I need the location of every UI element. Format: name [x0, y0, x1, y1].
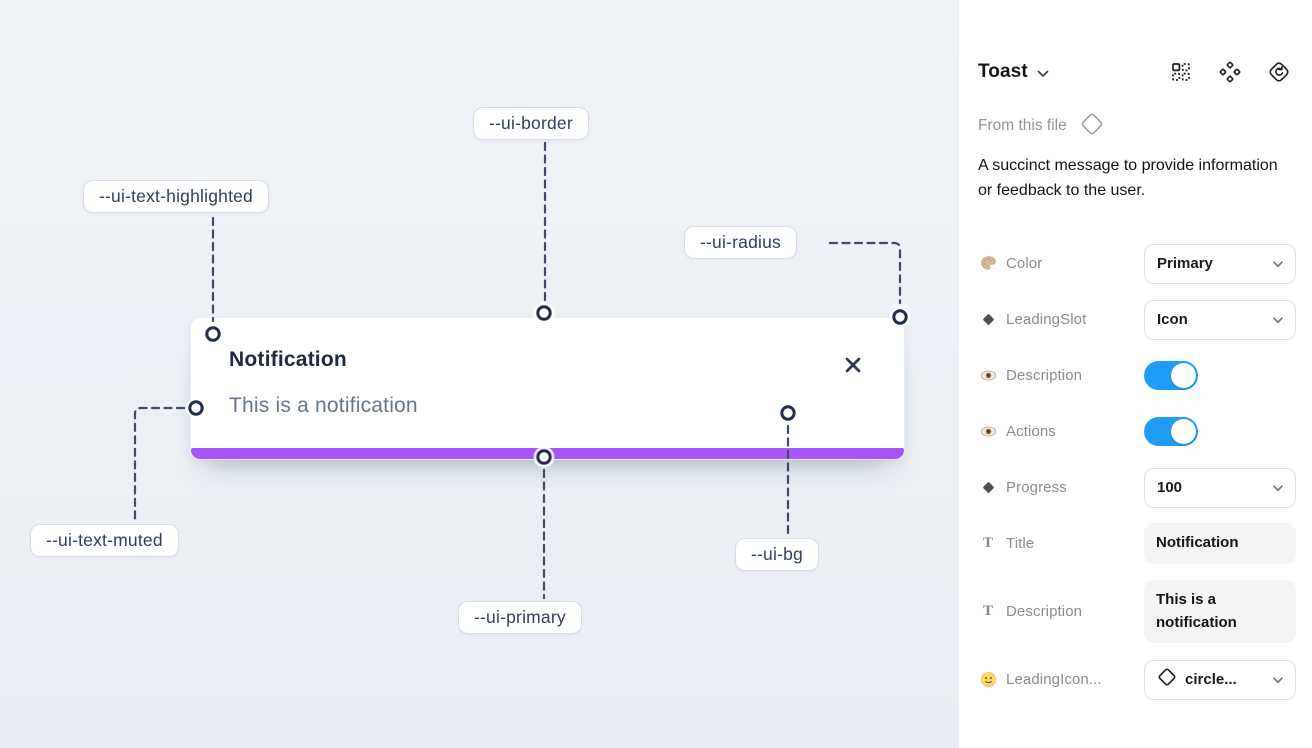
diamond-outline-icon — [1157, 667, 1177, 692]
prop-label: LeadingIcon... — [1006, 671, 1102, 689]
actions-toggle[interactable] — [1144, 417, 1198, 447]
diamond-outline-icon — [1079, 111, 1105, 142]
palette-icon — [978, 255, 998, 272]
swap-instance-icon[interactable] — [1268, 61, 1290, 83]
chevron-down-icon — [1273, 671, 1283, 689]
smiley-icon — [978, 671, 998, 688]
properties-panel: Toast — [958, 0, 1312, 748]
toast-preview-card: Notification This is a notification — [190, 317, 905, 460]
annotation-ui-radius: --ui-radius — [684, 226, 797, 259]
component-description: A succinct message to provide informatio… — [978, 157, 1278, 199]
prop-row-leadingicon: LeadingIcon... circle... — [978, 659, 1296, 700]
variant-grid-icon[interactable] — [1170, 61, 1192, 83]
source-row: From this file — [978, 112, 1296, 140]
diamond-icon — [978, 312, 998, 327]
description-toggle[interactable] — [1144, 361, 1198, 391]
prop-row-actions-toggle: Actions — [978, 412, 1296, 452]
toast-description: This is a notification — [229, 394, 418, 417]
source-label: From this file — [978, 117, 1067, 134]
prop-label: Description — [1006, 603, 1083, 621]
text-property-icon: T — [982, 535, 993, 552]
chevron-down-icon — [1273, 255, 1283, 273]
prop-row-progress: Progress 100 — [978, 467, 1296, 508]
chevron-down-icon[interactable] — [1037, 65, 1049, 83]
component-title: Toast — [978, 61, 1028, 82]
text-property-icon: T — [982, 603, 993, 620]
close-icon[interactable] — [842, 354, 864, 376]
prop-label: Color — [1006, 255, 1043, 273]
prop-row-description-toggle: Description — [978, 356, 1296, 396]
eye-icon — [978, 423, 998, 440]
progress-select[interactable]: 100 — [1144, 467, 1296, 508]
prop-row-description-text: T Description This is a notification — [978, 580, 1296, 644]
prop-label: Actions — [1006, 423, 1056, 441]
annotation-ui-text-muted: --ui-text-muted — [30, 524, 179, 557]
prop-label: LeadingSlot — [1006, 311, 1087, 329]
component-icon[interactable] — [1219, 61, 1241, 83]
title-textfield[interactable]: Notification — [1144, 523, 1296, 564]
chevron-down-icon — [1273, 311, 1283, 329]
leadingslot-select[interactable]: Icon — [1144, 299, 1296, 340]
toggle-knob — [1171, 363, 1196, 389]
annotation-ui-text-highlighted: --ui-text-highlighted — [83, 180, 269, 213]
prop-row-color: Color Primary — [978, 243, 1296, 284]
annotation-ui-bg: --ui-bg — [735, 538, 819, 571]
annotation-ui-primary: --ui-primary — [458, 601, 582, 634]
diamond-icon — [978, 480, 998, 495]
toast-progress-bar — [191, 448, 904, 459]
eye-icon — [978, 367, 998, 384]
prop-label: Description — [1006, 367, 1083, 385]
description-textfield[interactable]: This is a notification — [1144, 580, 1296, 644]
annotation-ui-border: --ui-border — [473, 107, 589, 140]
prop-label: Progress — [1006, 479, 1067, 497]
chevron-down-icon — [1273, 479, 1283, 497]
property-list: Color Primary LeadingSlot Icon — [978, 243, 1296, 700]
toast-title: Notification — [229, 348, 347, 371]
color-select[interactable]: Primary — [1144, 243, 1296, 284]
design-canvas[interactable]: Notification This is a notification — [0, 0, 958, 748]
prop-row-title: T Title Notification — [978, 523, 1296, 564]
toggle-knob — [1171, 419, 1196, 445]
prop-label: Title — [1006, 535, 1035, 553]
panel-header: Toast — [978, 56, 1296, 88]
leadingicon-select[interactable]: circle... — [1144, 659, 1296, 700]
prop-row-leadingslot: LeadingSlot Icon — [978, 299, 1296, 340]
